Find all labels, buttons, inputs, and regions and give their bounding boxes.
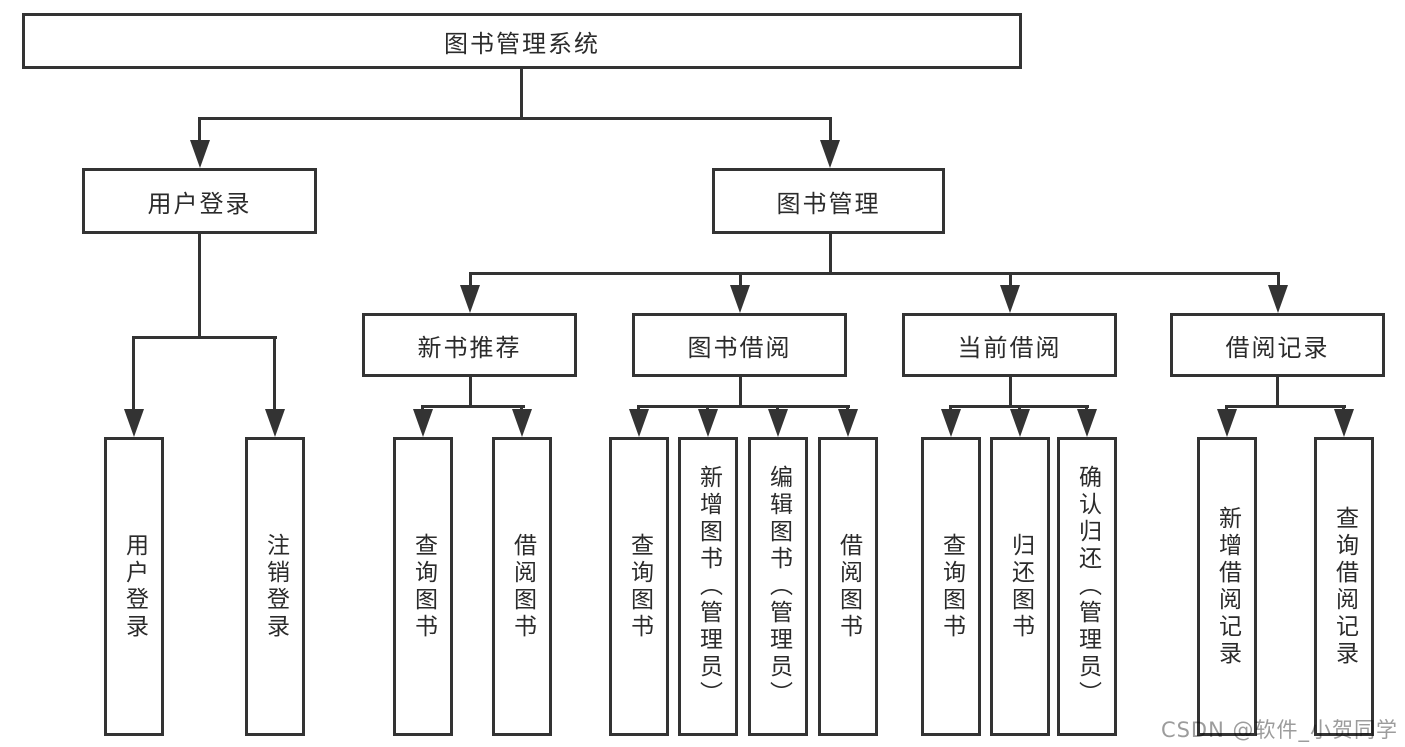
connector-line [520,405,523,412]
connector-line [198,117,201,143]
node-user-login: 用户登录 [82,168,317,234]
connector-line [1276,377,1279,408]
arrow-down-icon [413,409,433,437]
node-label: 查询图书 [410,532,437,641]
leaf-borrow-books: 借阅图书 [818,437,878,736]
arrow-down-icon [1000,285,1020,313]
arrow-down-icon [941,409,961,437]
connector-line [132,336,135,412]
connector-line [739,272,742,288]
node-label: 借阅图书 [509,532,536,641]
leaf-query-books: 查询图书 [921,437,981,736]
leaf-return-books: 归还图书 [990,437,1050,736]
node-label: 借阅图书 [835,532,862,641]
leaf-query-books: 查询图书 [609,437,669,736]
arrow-down-icon [1010,409,1030,437]
node-label: 新增图书（管理员） [695,465,722,708]
connector-line [846,405,849,412]
connector-line [273,336,276,412]
leaf-add-borrow-record: 新增借阅记录 [1197,437,1257,736]
node-book-management: 图书管理 [712,168,945,234]
node-current-borrowing: 当前借阅 [902,313,1117,377]
connector-line [469,272,472,288]
leaf-borrow-books: 借阅图书 [492,437,552,736]
connector-line [198,117,832,120]
connector-line [1085,405,1088,412]
connector-line [1342,405,1345,412]
connector-line [1225,405,1228,412]
arrow-down-icon [1217,409,1237,437]
leaf-confirm-return-admin: 确认归还（管理员） [1057,437,1117,736]
leaf-logout: 注销登录 [245,437,305,736]
node-label: 图书借阅 [687,333,792,362]
connector-line [1009,377,1012,408]
connector-line [637,405,850,408]
leaf-edit-books-admin: 编辑图书（管理员） [748,437,808,736]
connector-line [1277,272,1280,288]
connector-line [1225,405,1346,408]
arrow-down-icon [460,285,480,313]
node-label: 编辑图书（管理员） [765,465,792,708]
node-label: 归还图书 [1007,532,1034,641]
connector-line [949,405,952,412]
connector-line [1009,272,1012,288]
arrow-down-icon [512,409,532,437]
leaf-user-login: 用户登录 [104,437,164,736]
arrow-down-icon [265,409,285,437]
node-label: 注销登录 [262,532,289,641]
node-label: 新增借阅记录 [1214,505,1241,668]
node-label: 当前借阅 [957,333,1062,362]
connector-line [421,405,525,408]
node-label: 查询图书 [938,532,965,641]
arrow-down-icon [698,409,718,437]
node-borrowing-records: 借阅记录 [1170,313,1385,377]
arrow-down-icon [190,140,210,168]
node-label: 图书管理 [776,189,881,218]
connector-line [421,405,424,412]
node-label: 用户登录 [121,532,148,641]
arrow-down-icon [768,409,788,437]
leaf-add-books-admin: 新增图书（管理员） [678,437,738,736]
csdn-watermark: CSDN @软件_小贺同学 [1160,718,1398,742]
connector-line [776,405,779,412]
connector-line [1018,405,1021,412]
connector-line [739,377,742,408]
arrow-down-icon [629,409,649,437]
node-label: 新书推荐 [417,333,522,362]
arrow-down-icon [1334,409,1354,437]
arrow-down-icon [838,409,858,437]
node-label: 查询借阅记录 [1331,505,1358,668]
connector-line [520,69,523,119]
leaf-query-books: 查询图书 [393,437,453,736]
node-label: 确认归还（管理员） [1074,465,1101,708]
arrow-down-icon [124,409,144,437]
arrow-down-icon [730,285,750,313]
node-new-book-recommendation: 新书推荐 [362,313,577,377]
connector-line [132,336,277,339]
connector-line [469,272,1280,275]
connector-line [637,405,640,412]
connector-line [706,405,709,412]
node-label: 查询图书 [626,532,653,641]
node-root: 图书管理系统 [22,13,1022,69]
node-label: 借阅记录 [1225,333,1330,362]
node-label: 用户登录 [147,189,252,218]
arrow-down-icon [820,140,840,168]
node-label: 图书管理系统 [444,29,600,58]
connector-line [469,377,472,408]
node-book-borrowing: 图书借阅 [632,313,847,377]
connector-line [829,234,832,275]
arrow-down-icon [1077,409,1097,437]
connector-line [829,117,832,143]
connector-line [198,234,201,339]
arrow-down-icon [1268,285,1288,313]
leaf-query-borrow-record: 查询借阅记录 [1314,437,1374,736]
